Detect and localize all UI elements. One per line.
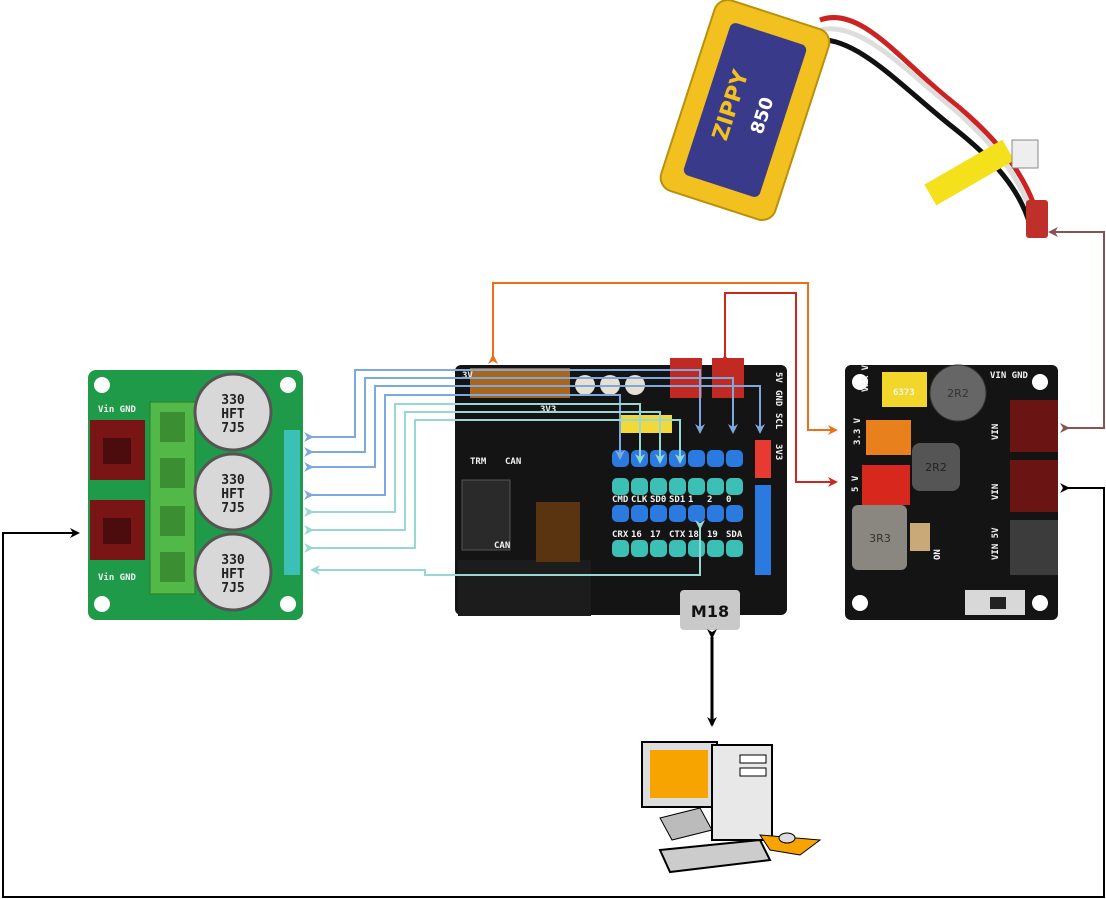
header-pin	[650, 478, 667, 495]
svg-text:HFT: HFT	[221, 407, 245, 422]
header-pin	[688, 505, 705, 522]
header-pin	[688, 540, 705, 557]
svg-text:5 V: 5 V	[851, 475, 861, 492]
svg-text:Vin GND: Vin GND	[98, 572, 137, 583]
desktop-computer-icon	[641, 741, 822, 874]
label-scl: SCL	[773, 413, 783, 430]
pin-label: SD0	[650, 495, 666, 505]
pin-label: 16	[631, 530, 642, 540]
svg-text:VIN GND: VIN GND	[990, 371, 1029, 381]
header-pin	[650, 505, 667, 522]
svg-text:CAN: CAN	[505, 457, 521, 467]
svg-text:3.3 V: 3.3 V	[853, 417, 863, 445]
svg-text:330: 330	[221, 473, 245, 488]
header-pin	[707, 450, 724, 467]
pin-label: SDA	[726, 530, 743, 540]
svg-text:VIN: VIN	[991, 484, 1001, 500]
header-pin	[726, 540, 743, 557]
svg-text:CAN: CAN	[494, 541, 510, 551]
lipo-battery: ZIPPY 850	[659, 0, 1048, 238]
header-pin	[726, 505, 743, 522]
pin-label: CTX	[669, 530, 686, 540]
header-pins	[284, 430, 300, 575]
svg-text:VIN 5V: VIN 5V	[991, 527, 1001, 560]
right-power-board: VIN GND VAR V 3.3 V 5 V VIN VIN VIN 5V O…	[845, 364, 1058, 620]
header-pin	[688, 450, 705, 467]
svg-text:2R2: 2R2	[947, 387, 969, 400]
header-pin	[726, 450, 743, 467]
header-pin	[612, 540, 629, 557]
pin-label: SD1	[669, 495, 685, 505]
svg-text:Vin GND: Vin GND	[98, 404, 137, 415]
label-gnd: GND	[773, 390, 783, 407]
red-power-link	[720, 292, 838, 487]
header-pin	[669, 478, 686, 495]
svg-text:TRM: TRM	[470, 457, 487, 467]
pin-label: 19	[707, 530, 718, 540]
svg-text:3V: 3V	[462, 371, 473, 381]
svg-text:2R2: 2R2	[925, 461, 947, 474]
label-5v: 5V	[773, 372, 783, 383]
header-pin	[631, 478, 648, 495]
header-pin	[650, 540, 667, 557]
ground-loop-link	[2, 483, 1105, 898]
header-pin	[707, 505, 724, 522]
header-pin	[669, 450, 686, 467]
header-pin	[669, 540, 686, 557]
pin-label: 17	[650, 530, 661, 540]
header-pin	[707, 478, 724, 495]
svg-text:HFT: HFT	[221, 567, 245, 582]
header-pin	[631, 540, 648, 557]
usb-label: M18	[691, 602, 729, 621]
pin-label: CMD	[612, 495, 629, 505]
pin-label: 2	[707, 495, 712, 505]
svg-text:VIN: VIN	[991, 424, 1001, 440]
header-pin	[612, 505, 629, 522]
pin-label: 0	[726, 495, 731, 505]
svg-text:330: 330	[221, 553, 245, 568]
svg-text:7J5: 7J5	[221, 581, 244, 596]
pin-label: 1	[688, 495, 693, 505]
svg-text:HFT: HFT	[221, 487, 245, 502]
header-pin	[612, 478, 629, 495]
svg-text:7J5: 7J5	[221, 421, 244, 436]
svg-text:VAR V: VAR V	[861, 364, 871, 392]
header-pin	[631, 505, 648, 522]
header-pin	[726, 478, 743, 495]
jst-connector	[1026, 200, 1048, 238]
header-pin	[707, 540, 724, 557]
header-pin	[650, 450, 667, 467]
svg-text:3R3: 3R3	[869, 532, 891, 545]
svg-text:ON: ON	[933, 549, 943, 560]
svg-text:6373: 6373	[893, 388, 915, 398]
signal-link	[310, 520, 705, 576]
pin-label: CRX	[612, 530, 629, 540]
battery-link	[1048, 227, 1105, 433]
header-pin	[688, 478, 705, 495]
svg-text:3V3: 3V3	[540, 405, 556, 415]
svg-text:330: 330	[221, 393, 245, 408]
svg-text:7J5: 7J5	[221, 501, 244, 516]
pin-label: CLK	[631, 495, 648, 505]
header-pin	[669, 505, 686, 522]
label-3v3: 3V3	[773, 444, 783, 460]
pin-label: 18	[688, 530, 699, 540]
balance-connector	[1011, 139, 1039, 169]
